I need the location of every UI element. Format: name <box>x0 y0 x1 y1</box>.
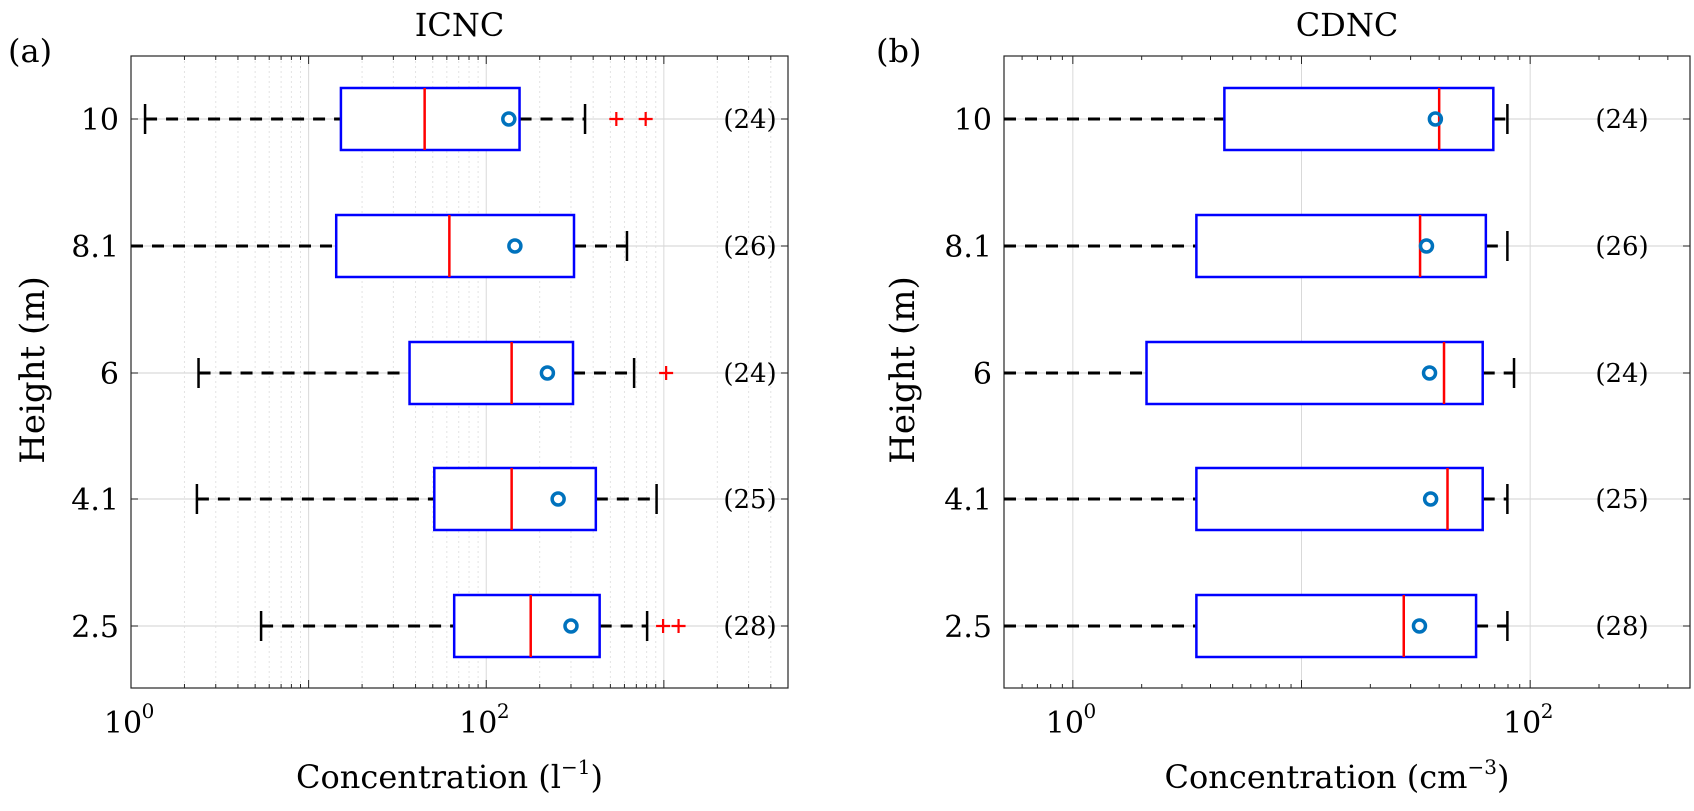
box-4-1 <box>195 466 658 532</box>
box-iqr <box>433 466 598 532</box>
count-label: (28) <box>1595 612 1648 642</box>
box-2-5 <box>259 593 686 659</box>
box-8-1 <box>1004 213 1509 279</box>
box-8-1 <box>131 213 629 279</box>
x-axis-label-main: Concentration (cm <box>1165 758 1468 796</box>
mean-marker <box>1427 111 1444 127</box>
box-iqr <box>408 340 575 406</box>
outlier-marker <box>656 619 671 633</box>
count-label: (24) <box>1595 105 1648 135</box>
count-label: (28) <box>723 612 776 642</box>
boxes <box>131 86 686 659</box>
x-tick-label-exp: 2 <box>1541 699 1554 723</box>
x-tick-label-exp: 0 <box>142 699 155 723</box>
box-6 <box>197 340 674 406</box>
chart-title: ICNC <box>415 6 505 44</box>
y-tick-label: 4.1 <box>944 483 992 518</box>
count-label: (24) <box>723 359 776 389</box>
x-axis-label-exponent: −3 <box>1467 755 1496 779</box>
axes-frame <box>130 55 789 689</box>
y-axis-label: Height (m) <box>13 276 53 464</box>
chart-title: CDNC <box>1296 6 1399 44</box>
x-axis-label-close: ) <box>590 758 602 796</box>
y-tick-label: 8.1 <box>944 230 992 265</box>
boxes <box>1004 86 1516 659</box>
box-iqr <box>1195 466 1484 532</box>
count-label: (25) <box>723 485 776 515</box>
outlier-marker <box>659 366 674 380</box>
box-iqr <box>1145 340 1484 406</box>
y-tick-label: 10 <box>81 103 119 138</box>
count-label: (26) <box>723 232 776 262</box>
box-iqr <box>1195 213 1488 279</box>
outlier-marker <box>609 112 624 126</box>
box-10 <box>1004 86 1509 152</box>
count-label: (24) <box>723 105 776 135</box>
mean-marker <box>1418 238 1435 254</box>
box-iqr <box>334 213 576 279</box>
x-axis-label-close: ) <box>1497 758 1509 796</box>
box-iqr <box>1195 593 1478 659</box>
panel-label: (a) <box>8 32 52 70</box>
box-4-1 <box>1004 466 1509 532</box>
box-iqr <box>1223 86 1495 152</box>
mean-marker <box>563 618 579 634</box>
x-axis-label-exponent: −1 <box>561 755 590 779</box>
count-label: (25) <box>1595 485 1648 515</box>
outlier-marker <box>671 619 686 633</box>
x-tick-label-base: 10 <box>459 706 497 741</box>
mean-marker <box>1421 365 1438 381</box>
mean-marker <box>1411 618 1428 634</box>
x-axis-label: Concentration (cm−3) <box>1165 755 1510 796</box>
box-6 <box>1004 340 1516 406</box>
x-tick-label-exp: 0 <box>1083 699 1096 723</box>
y-tick-label: 2.5 <box>71 610 119 645</box>
mean-marker <box>501 111 517 127</box>
box-2-5 <box>1004 593 1509 659</box>
y-tick-label: 6 <box>100 357 119 392</box>
x-axis-label: Concentration (l−1) <box>296 755 603 796</box>
x-tick-label-base: 10 <box>104 706 142 741</box>
mean-marker <box>550 491 566 507</box>
y-axis-label: Height (m) <box>883 276 923 464</box>
y-tick-label: 8.1 <box>71 230 119 265</box>
y-tick-label: 6 <box>973 357 992 392</box>
x-axis-label-text: Concentration (cm−3) <box>1165 755 1510 796</box>
box-iqr <box>339 86 521 152</box>
x-tick-label-base: 10 <box>1503 706 1541 741</box>
x-axis-label-main: Concentration (l <box>296 758 561 796</box>
outlier-marker <box>638 112 653 126</box>
y-tick-label: 4.1 <box>71 483 119 518</box>
x-tick-label-base: 10 <box>1046 706 1084 741</box>
count-label: (26) <box>1595 232 1648 262</box>
mean-marker <box>539 365 556 381</box>
panel-label: (b) <box>876 32 921 70</box>
count-label: (24) <box>1595 359 1648 389</box>
y-tick-label: 2.5 <box>944 610 992 645</box>
x-tick-label-exp: 2 <box>497 699 510 723</box>
mean-marker <box>1422 491 1439 507</box>
y-tick-label: 10 <box>954 103 992 138</box>
x-axis-label-text: Concentration (l−1) <box>296 755 603 796</box>
mean-marker <box>507 238 523 254</box>
box-10 <box>143 86 653 152</box>
